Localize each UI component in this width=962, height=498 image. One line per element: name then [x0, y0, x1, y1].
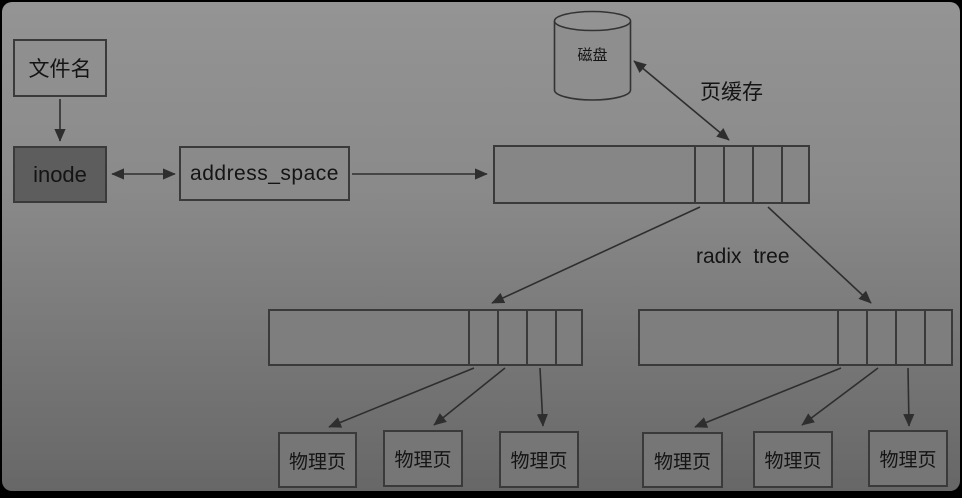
page-slot-divider — [924, 311, 926, 364]
page-slot-divider — [781, 147, 783, 202]
radix-node-right — [638, 309, 953, 366]
page-slot-divider — [837, 311, 839, 364]
page-cache-array — [493, 145, 810, 204]
page-slot-divider — [555, 311, 557, 364]
page-slot-divider — [526, 311, 528, 364]
page-slot-divider — [497, 311, 499, 364]
page-slot-divider — [752, 147, 754, 202]
physical-page-label: 物理页 — [510, 451, 568, 472]
physical-page-node: 物理页 — [499, 431, 579, 488]
physical-page-node: 物理页 — [642, 432, 723, 488]
page-slot-divider — [866, 311, 868, 364]
page-slot-divider — [468, 311, 470, 364]
physical-page-node: 物理页 — [278, 432, 357, 488]
disk-cylinder-icon — [553, 10, 632, 101]
filename-node: 文件名 — [13, 39, 107, 97]
physical-page-label: 物理页 — [394, 450, 452, 471]
inode-node: inode — [13, 146, 107, 203]
radix-node-left — [268, 309, 583, 366]
physical-page-node: 物理页 — [868, 430, 948, 487]
filename-label: 文件名 — [28, 58, 92, 81]
page-slot-divider — [723, 147, 725, 202]
physical-page-node: 物理页 — [383, 430, 463, 487]
physical-page-node: 物理页 — [753, 431, 833, 488]
page-cache-label: 页缓存 — [700, 81, 763, 104]
physical-page-label: 物理页 — [764, 451, 822, 472]
physical-page-label: 物理页 — [879, 450, 937, 471]
radix-tree-label: radix tree — [696, 245, 790, 268]
disk-node: 磁盘 — [553, 10, 632, 104]
physical-page-label: 物理页 — [653, 451, 711, 473]
address-space-label: address_space — [190, 161, 339, 185]
page-slot-divider — [895, 311, 897, 364]
address-space-node: address_space — [179, 146, 350, 201]
inode-label: inode — [33, 161, 87, 187]
diagram-background — [2, 2, 960, 491]
page-slot-divider — [694, 147, 696, 202]
disk-label: 磁盘 — [577, 47, 608, 64]
physical-page-label: 物理页 — [288, 451, 346, 473]
